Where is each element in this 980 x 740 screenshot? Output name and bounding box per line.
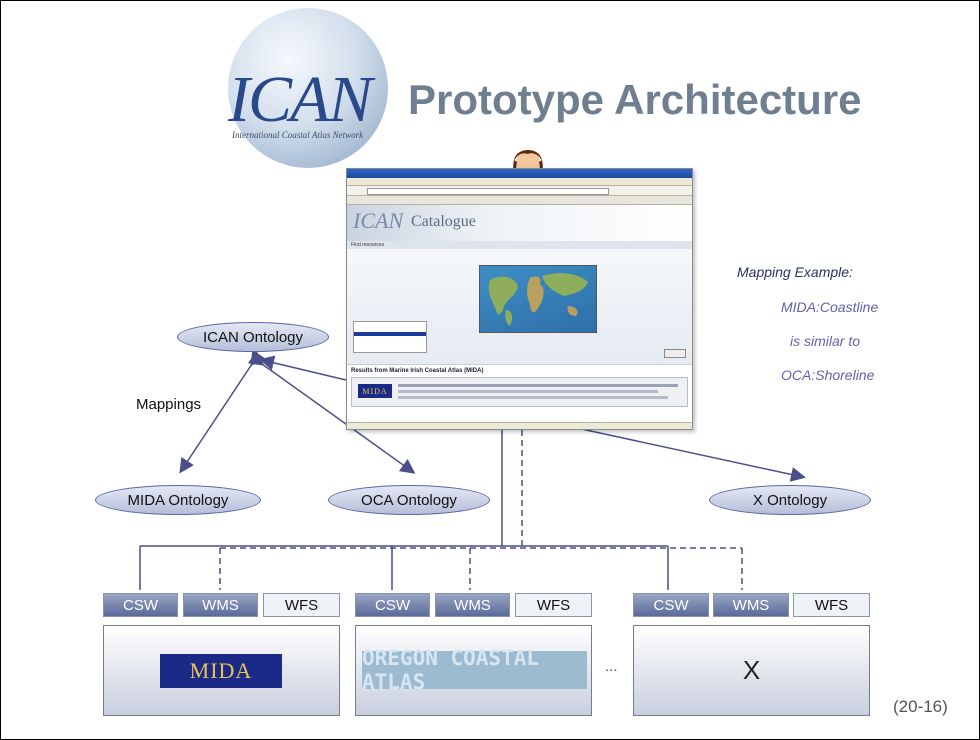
catalogue-screenshot: ICAN Catalogue Find resources Results fr…: [346, 168, 693, 430]
arrow-catalogue-to-ican: [259, 355, 347, 381]
wfs-service-2: WFS: [515, 593, 592, 617]
wms-service-2: WMS: [435, 593, 510, 617]
browser-status-bar: [347, 422, 692, 429]
mapping-example-heading: Mapping Example:: [737, 264, 853, 280]
csw-service-1: CSW: [103, 593, 178, 617]
csw-service-2: CSW: [355, 593, 430, 617]
world-map: [479, 265, 597, 333]
wfs-service-1: WFS: [263, 593, 340, 617]
find-resources-label: Find resources: [347, 241, 692, 249]
oca-ontology: OCA Ontology: [328, 485, 490, 515]
mapping-arrow-oca: [247, 350, 416, 474]
ican-logo-text: ICAN: [228, 63, 372, 136]
ican-globe-logo: [228, 8, 388, 168]
browser-address-bar: [347, 186, 692, 196]
catalogue-header-logo: ICAN: [353, 208, 404, 233]
browser-menubar: [347, 178, 692, 186]
ican-ontology: ICAN Ontology: [177, 322, 329, 352]
wms-service-3: WMS: [713, 593, 789, 617]
mapping-example-line2: is similar to: [790, 333, 861, 349]
x-atlas-box: X: [633, 625, 870, 716]
oca-atlas-box: OREGON COASTAL ATLAS: [355, 625, 592, 716]
world-map-land: [488, 273, 588, 326]
more-atlases-ellipsis: ...: [605, 658, 618, 675]
ican-logo-subtitle: International Coastal Atlas Network: [232, 130, 364, 140]
page-title: Prototype Architecture: [408, 76, 862, 123]
results-heading: Results from Marine Irish Coastal Atlas …: [347, 364, 692, 377]
keyword-list: [353, 321, 427, 353]
browser-titlebar: [347, 169, 692, 178]
result-row[interactable]: MIDA: [351, 377, 688, 407]
search-button[interactable]: [664, 349, 686, 358]
mapping-arrow-mida: [179, 349, 265, 474]
wfs-service-3: WFS: [793, 593, 870, 617]
mida-logo: MIDA: [160, 654, 282, 688]
csw-service-3: CSW: [633, 593, 709, 617]
mida-ontology: MIDA Ontology: [95, 485, 261, 515]
x-ontology: X Ontology: [709, 485, 871, 515]
browser-tab-strip: [347, 196, 692, 205]
oregon-coastal-atlas-logo: OREGON COASTAL ATLAS: [362, 646, 587, 694]
page-number: (20-16): [893, 697, 948, 716]
catalogue-header: ICAN Catalogue: [347, 205, 692, 241]
catalogue-search-form: [347, 249, 692, 364]
mida-atlas-box: MIDA: [103, 625, 340, 716]
wms-service-1: WMS: [183, 593, 258, 617]
mappings-label: Mappings: [136, 396, 202, 413]
catalogue-header-title: Catalogue: [411, 213, 476, 230]
wms-connections: [219, 390, 743, 590]
mapping-example-line1: MIDA:Coastline: [781, 299, 879, 315]
result-mida-logo: MIDA: [358, 384, 392, 398]
mapping-example-line3: OCA:Shoreline: [781, 367, 875, 383]
